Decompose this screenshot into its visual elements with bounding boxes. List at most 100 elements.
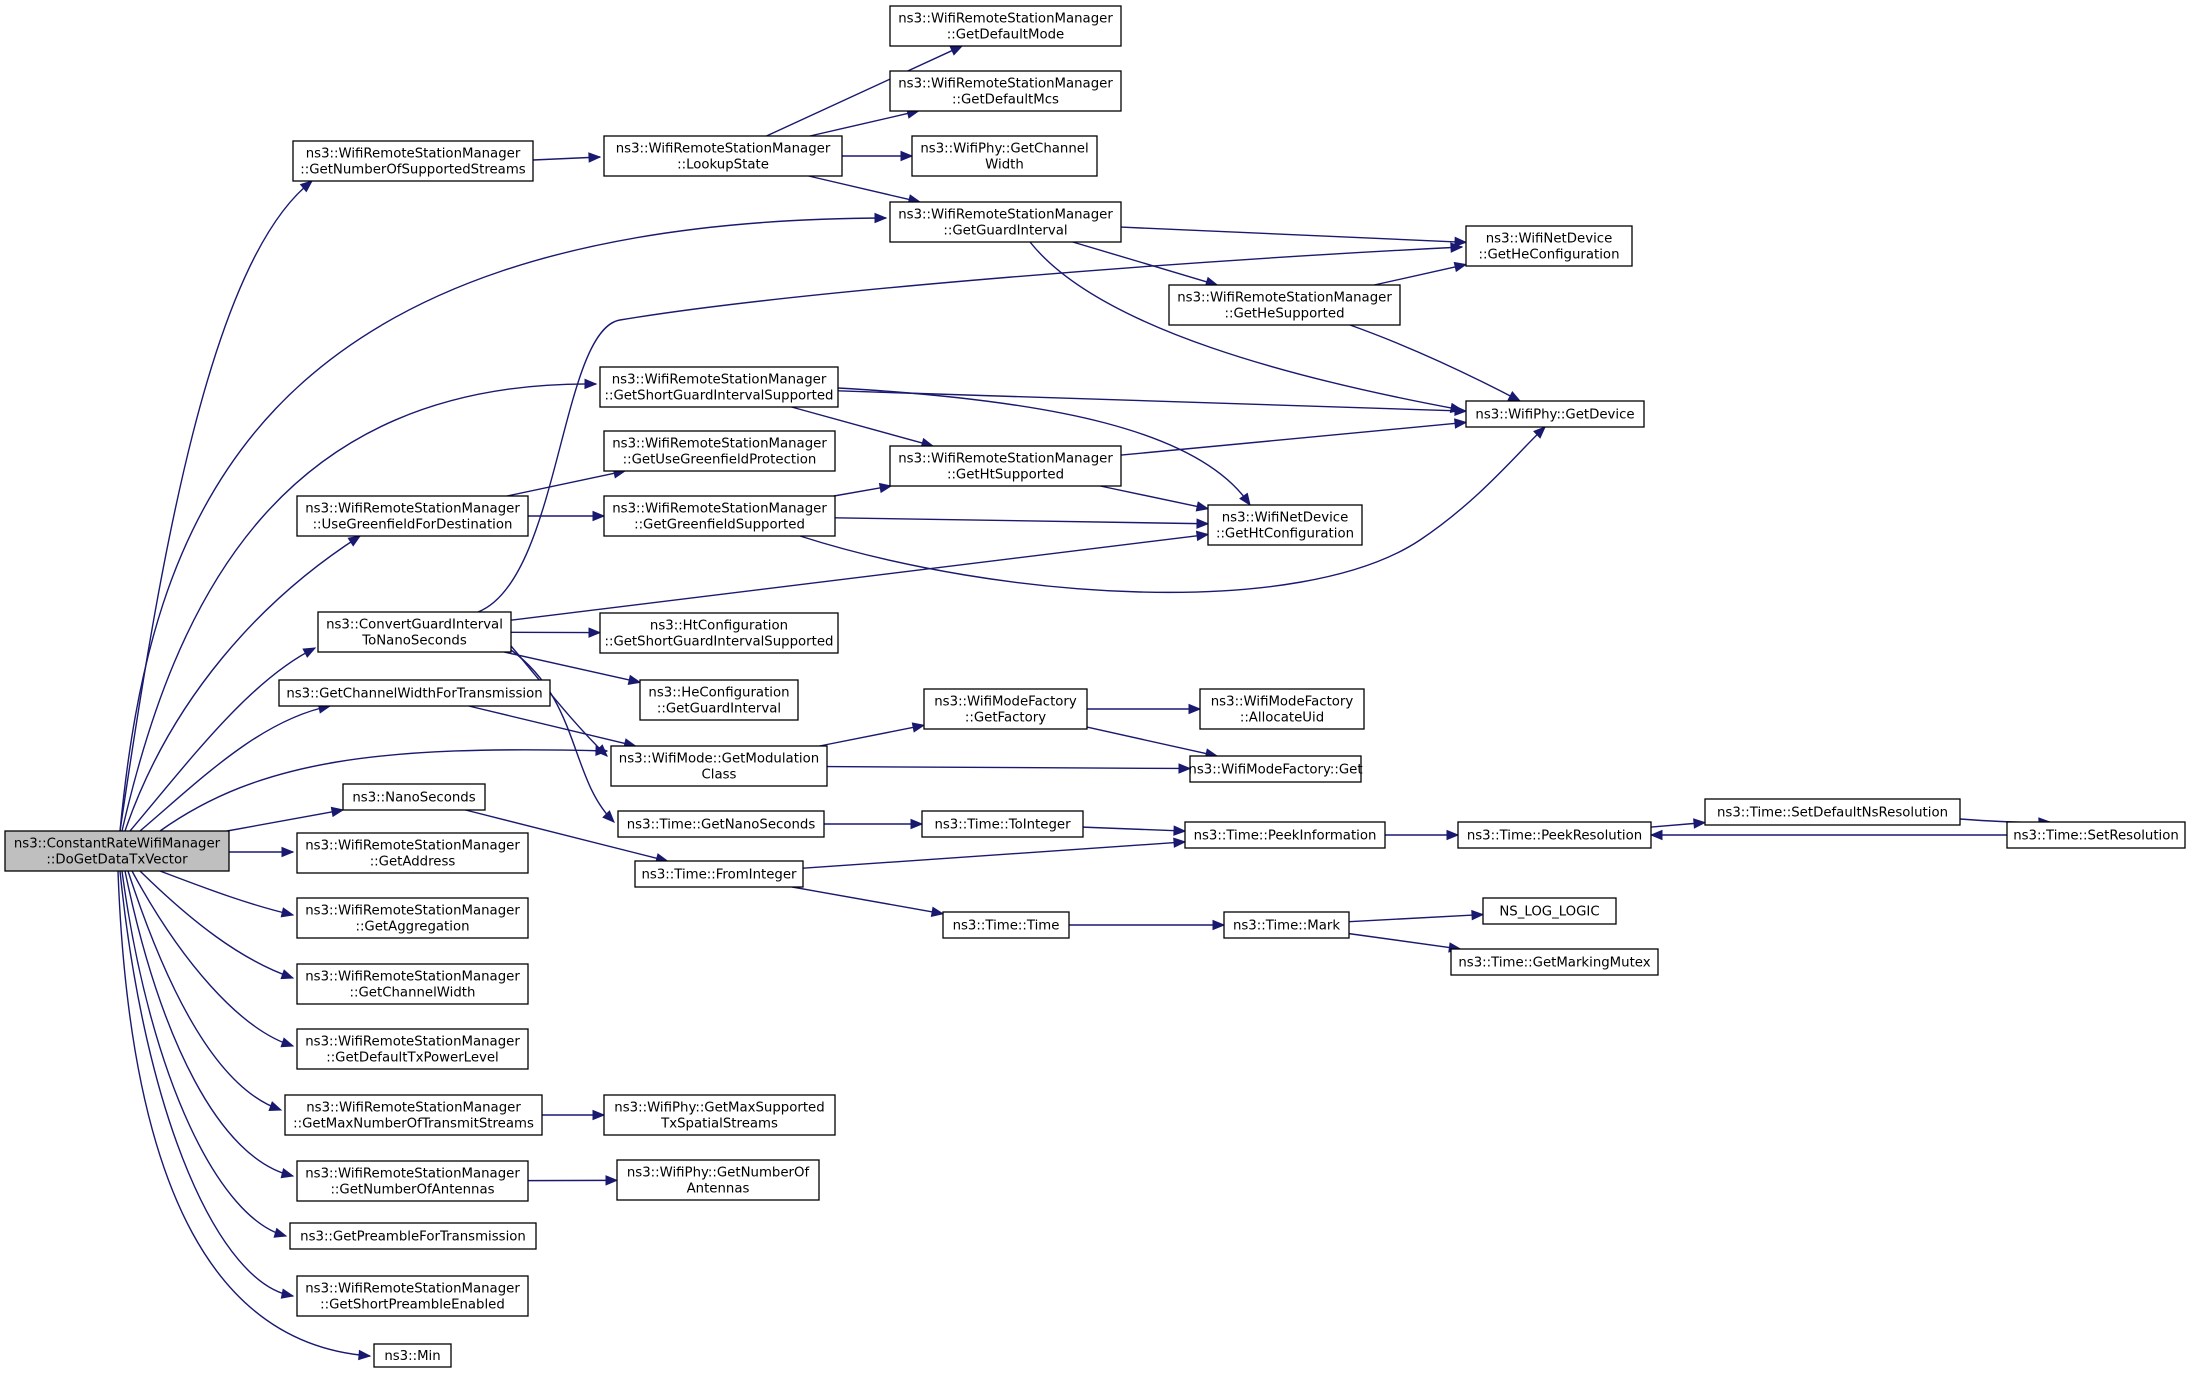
node-modeFactoryGet[interactable]: ns3::WifiModeFactory::Get <box>1188 755 1363 783</box>
node-phyMaxSupStreams[interactable]: ns3::WifiPhy::GetMaxSupportedTxSpatialSt… <box>603 1094 836 1136</box>
edge-root-to-getAggregation <box>159 870 295 918</box>
node-nsLogLogic[interactable]: NS_LOG_LOGIC <box>1482 897 1617 925</box>
node-getShortGISup[interactable]: ns3::WifiRemoteStationManager::GetShortG… <box>599 366 839 408</box>
node-getHtSupported[interactable]: ns3::WifiRemoteStationManager::GetHtSupp… <box>889 445 1122 487</box>
node-heGuardInterval[interactable]: ns3::HeConfiguration::GetGuardInterval <box>639 679 799 721</box>
arrowhead <box>347 535 362 547</box>
node-box <box>1223 911 1350 939</box>
node-lookupState[interactable]: ns3::WifiRemoteStationManager::LookupSta… <box>603 135 843 177</box>
edge-useGreenForDest-to-getGreenSup <box>528 510 606 522</box>
node-chanWidthTx[interactable]: ns3::GetChannelWidthForTransmission <box>278 679 551 707</box>
node-getHeSupported[interactable]: ns3::WifiRemoteStationManager::GetHeSupp… <box>1168 284 1401 326</box>
node-timeToInteger[interactable]: ns3::Time::ToInteger <box>921 810 1084 838</box>
node-label-line: ns3::GetPreambleForTransmission <box>300 1230 526 1245</box>
arrowhead <box>1173 837 1187 848</box>
node-getDefTxPower[interactable]: ns3::WifiRemoteStationManager::GetDefaul… <box>296 1028 529 1070</box>
node-setRes[interactable]: ns3::Time::SetResolution <box>2006 821 2186 849</box>
node-allocateUid[interactable]: ns3::WifiModeFactory::AllocateUid <box>1199 688 1365 730</box>
node-label-line: ns3::Min <box>384 1349 440 1364</box>
node-getDefaultMode[interactable]: ns3::WifiRemoteStationManager::GetDefaul… <box>889 5 1122 47</box>
node-label-line: ns3::WifiRemoteStationManager <box>305 1167 520 1182</box>
arrowhead <box>592 510 606 522</box>
arrowhead <box>280 969 295 980</box>
node-min[interactable]: ns3::Min <box>373 1343 452 1368</box>
edge-lookupState-to-phyChannelWidth <box>842 150 914 162</box>
node-getGuardInterval[interactable]: ns3::WifiRemoteStationManager::GetGuardI… <box>889 201 1122 243</box>
node-label-line: ns3::WifiRemoteStationManager <box>898 208 1113 223</box>
node-peekRes[interactable]: ns3::Time::PeekResolution <box>1457 821 1652 849</box>
arrowhead <box>874 212 888 224</box>
node-label-line: ns3::WifiNetDevice <box>1222 511 1349 526</box>
edge-getHtSupported-to-phyGetDevice <box>1120 418 1468 456</box>
node-htShortGI[interactable]: ns3::HtConfiguration::GetShortGuardInter… <box>599 612 839 654</box>
node-getMarkingMutex[interactable]: ns3::Time::GetMarkingMutex <box>1450 948 1659 976</box>
node-fromInteger[interactable]: ns3::Time::FromInteger <box>634 860 804 888</box>
node-setDefaultNsRes[interactable]: ns3::Time::SetDefaultNsResolution <box>1704 798 1961 826</box>
node-label-line: ns3::NanoSeconds <box>352 791 475 806</box>
node-netHeConfig[interactable]: ns3::WifiNetDevice::GetHeConfiguration <box>1465 225 1633 267</box>
node-phyNumAntennas[interactable]: ns3::WifiPhy::GetNumberOfAntennas <box>616 1159 820 1201</box>
node-box <box>278 679 551 707</box>
arrowhead <box>273 1227 288 1238</box>
node-getMaxTxStreams[interactable]: ns3::WifiRemoteStationManager::GetMaxNum… <box>284 1094 543 1136</box>
node-label-line: ::GetShortGuardIntervalSupported <box>604 635 833 650</box>
arrowhead <box>588 627 602 638</box>
edge-root-to-getShortGISup <box>121 378 598 832</box>
node-getNumAntennas[interactable]: ns3::WifiRemoteStationManager::GetNumber… <box>296 1160 529 1202</box>
node-label-line: ns3::WifiRemoteStationManager <box>898 77 1113 92</box>
node-phyGetDevice[interactable]: ns3::WifiPhy::GetDevice <box>1465 400 1645 428</box>
edge-root-to-convertGI <box>129 647 317 832</box>
edge-root-to-chanWidthTx <box>139 703 332 832</box>
arrowhead <box>299 180 314 193</box>
node-modeFactoryGetFactory[interactable]: ns3::WifiModeFactory::GetFactory <box>923 688 1088 730</box>
node-nanoSeconds[interactable]: ns3::NanoSeconds <box>342 783 486 811</box>
node-box <box>889 5 1122 47</box>
node-getChannelWidth[interactable]: ns3::WifiRemoteStationManager::GetChanne… <box>296 963 529 1005</box>
edge-timeGetNano-to-timeToInteger <box>824 818 924 830</box>
arrowhead <box>280 1037 295 1048</box>
node-label-line: ns3::WifiRemoteStationManager <box>898 12 1113 27</box>
edge-getGreenSup-to-phyGetDevice <box>799 426 1546 594</box>
node-box <box>1457 821 1652 849</box>
node-getDefaultMcs[interactable]: ns3::WifiRemoteStationManager::GetDefaul… <box>889 70 1122 112</box>
node-box <box>889 70 1122 112</box>
node-preambleForTx[interactable]: ns3::GetPreambleForTransmission <box>289 1222 537 1250</box>
node-box <box>296 495 529 537</box>
node-getAggregation[interactable]: ns3::WifiRemoteStationManager::GetAggreg… <box>296 897 529 939</box>
edge-getShortGISup-to-phyGetDevice <box>837 390 1468 416</box>
node-netHtConfig[interactable]: ns3::WifiNetDevice::GetHtConfiguration <box>1207 504 1363 546</box>
node-label-line: ns3::WifiRemoteStationManager <box>305 1282 520 1297</box>
arrowhead <box>280 907 295 918</box>
node-getUseGreenProt[interactable]: ns3::WifiRemoteStationManager::GetUseGre… <box>603 430 836 472</box>
node-box <box>889 445 1122 487</box>
node-timeTime[interactable]: ns3::Time::Time <box>942 911 1070 939</box>
edge-convertGI-to-heGuardInterval <box>503 651 642 685</box>
edge-root-to-getAddress <box>229 846 295 858</box>
node-phyChannelWidth[interactable]: ns3::WifiPhy::GetChannelWidth <box>911 135 1098 177</box>
edge-getNumSupStreams-to-lookupState <box>532 152 602 163</box>
arrowhead <box>1178 763 1192 774</box>
node-getShortPreamble[interactable]: ns3::WifiRemoteStationManager::GetShortP… <box>296 1275 529 1317</box>
node-root[interactable]: ns3::ConstantRateWifiManager::DoGetDataT… <box>4 830 230 872</box>
node-getAddress[interactable]: ns3::WifiRemoteStationManager::GetAddres… <box>296 832 529 874</box>
node-box <box>296 832 529 874</box>
node-timeGetNano[interactable]: ns3::Time::GetNanoSeconds <box>617 810 825 838</box>
arrowhead <box>1454 405 1468 416</box>
edge-getShortGISup-to-netHtConfig <box>837 387 1251 507</box>
edge-root-to-nanoSeconds <box>226 806 345 832</box>
node-box <box>603 430 836 472</box>
node-peekInfo[interactable]: ns3::Time::PeekInformation <box>1184 821 1386 849</box>
node-useGreenForDest[interactable]: ns3::WifiRemoteStationManager::UseGreenf… <box>296 495 529 537</box>
node-label-line: ::GetShortPreambleEnabled <box>320 1298 505 1313</box>
node-getGreenSup[interactable]: ns3::WifiRemoteStationManager::GetGreenf… <box>603 495 836 537</box>
node-box <box>1207 504 1363 546</box>
node-label-line: ns3::WifiRemoteStationManager <box>612 437 827 452</box>
node-timeMark[interactable]: ns3::Time::Mark <box>1223 911 1350 939</box>
node-label-line: TxSpatialStreams <box>660 1117 778 1132</box>
edge-getModClass-to-modeFactoryGet <box>826 763 1192 774</box>
node-label-line: ::DoGetDataTxVector <box>46 853 188 868</box>
edge-timeToInteger-to-peekInfo <box>1082 825 1187 836</box>
node-getNumSupStreams[interactable]: ns3::WifiRemoteStationManager::GetNumber… <box>292 140 534 182</box>
